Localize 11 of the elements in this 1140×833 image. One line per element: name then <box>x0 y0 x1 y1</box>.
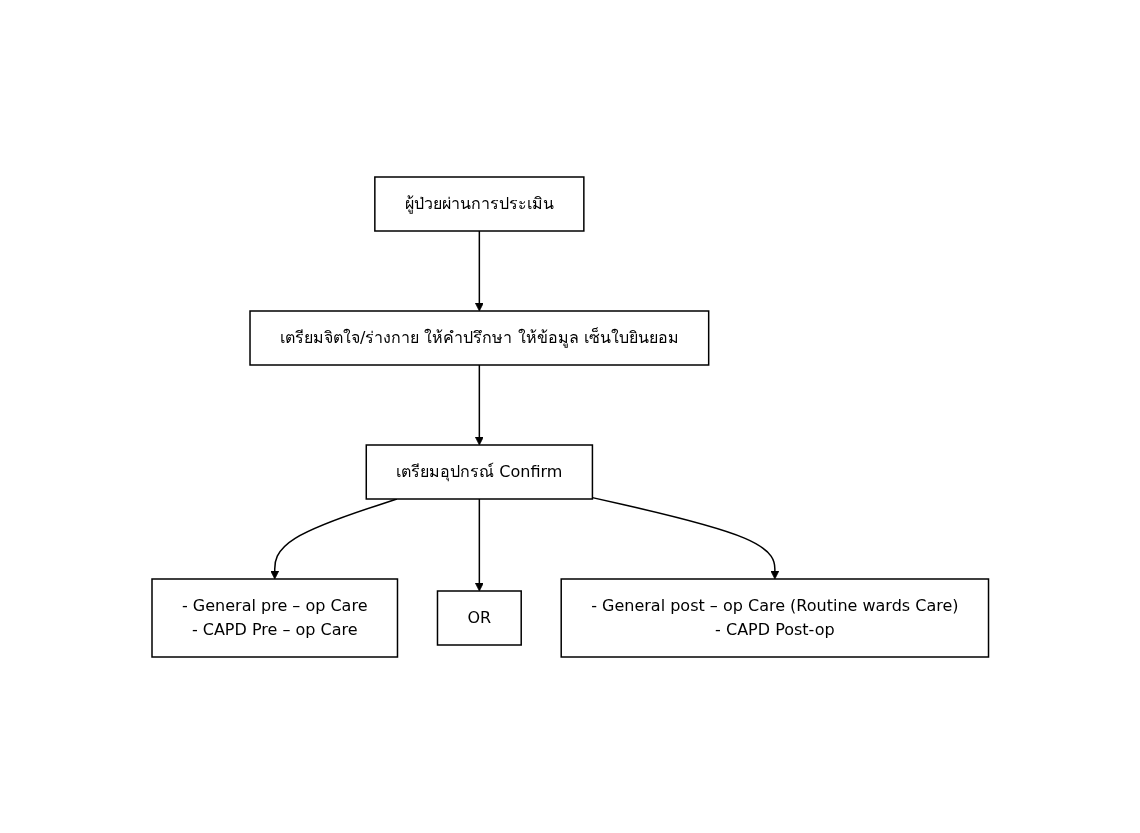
arrow <box>591 496 779 579</box>
node-box: - General post – op Care (Routine wards Care) - CAPD Post-op <box>560 577 989 658</box>
arrow <box>474 229 484 311</box>
node-box: ผู้ป่วยผ่านการประเมิน <box>373 175 585 232</box>
arrow <box>474 363 484 445</box>
node-box: เตรียมจิตใจ/ร่างกาย ให้คำปรึกษา ให้ข้อมูล เซ็นใบยินยอม <box>249 309 710 366</box>
arrow <box>474 497 484 591</box>
arrow <box>270 497 398 579</box>
node-box: เตรียมอุปกรณ์ Confirm <box>365 443 593 500</box>
node-box: - General pre – op Care - CAPD Pre – op Care <box>151 577 398 658</box>
node-box: OR <box>436 589 522 646</box>
